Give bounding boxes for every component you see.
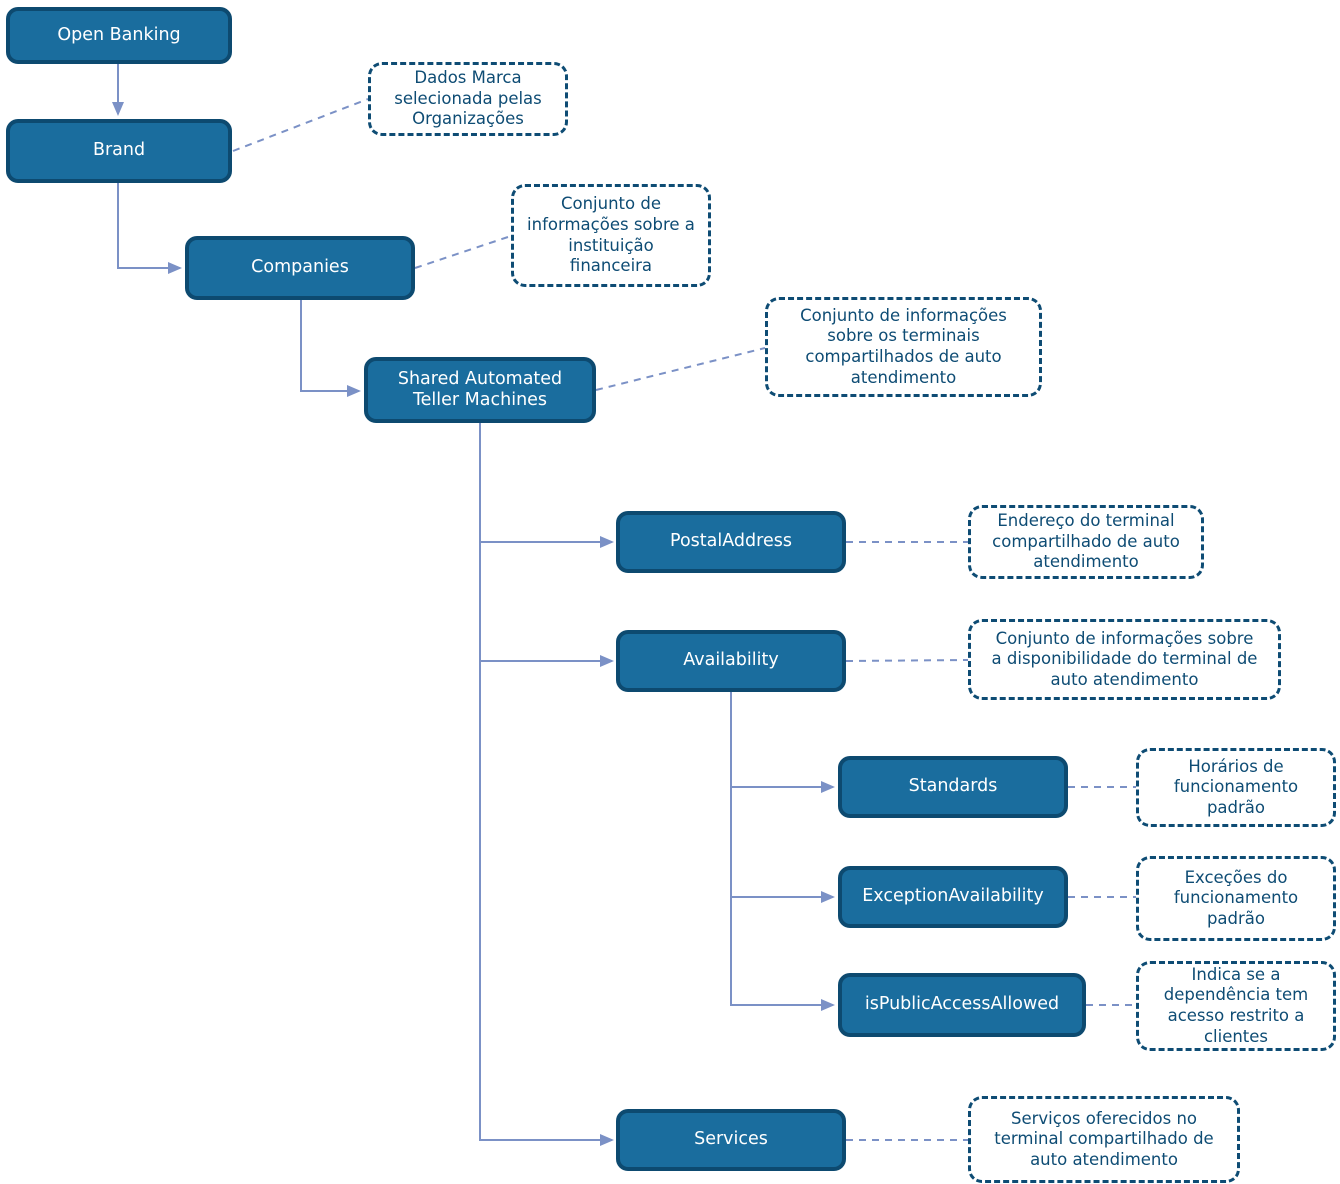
node-shared-automated-teller-machines: Shared Automated Teller Machines bbox=[364, 357, 596, 423]
note-shared-automated-teller-machines: Conjunto de informações sobre os termina… bbox=[765, 297, 1042, 397]
note-services: Serviços oferecidos no terminal comparti… bbox=[968, 1096, 1240, 1183]
node-services-label: Services bbox=[694, 1129, 768, 1150]
node-services: Services bbox=[616, 1109, 846, 1171]
node-availability-label: Availability bbox=[683, 650, 779, 671]
note-postal-address-text: Endereço do terminal compartilhado de au… bbox=[992, 511, 1180, 572]
node-exception-availability: ExceptionAvailability bbox=[838, 866, 1068, 928]
note-exception-availability-text: Exceções do funcionamento padrão bbox=[1173, 867, 1299, 928]
node-shared-automated-teller-machines-label: Shared Automated Teller Machines bbox=[397, 368, 563, 410]
node-is-public-access-allowed: isPublicAccessAllowed bbox=[838, 973, 1086, 1037]
edge-sharedatm-services bbox=[479, 423, 614, 1146]
note-shared-automated-teller-machines-text: Conjunto de informações sobre os termina… bbox=[800, 305, 1007, 387]
note-companies: Conjunto de informações sobre a institui… bbox=[511, 184, 711, 287]
note-brand: Dados Marca selecionada pelas Organizaçõ… bbox=[368, 62, 568, 136]
node-companies: Companies bbox=[185, 236, 415, 300]
node-postal-address: PostalAddress bbox=[616, 511, 846, 573]
note-standards-text: Horários de funcionamento padrão bbox=[1173, 756, 1299, 817]
note-brand-text: Dados Marca selecionada pelas Organizaçõ… bbox=[394, 68, 542, 129]
edge-companies-sharedatm bbox=[300, 300, 361, 397]
node-brand-label: Brand bbox=[92, 140, 146, 161]
node-open-banking-label: Open Banking bbox=[57, 24, 181, 45]
note-companies-text: Conjunto de informações sobre a institui… bbox=[527, 194, 695, 276]
note-is-public-access-allowed-text: Indica se a dependência tem acesso restr… bbox=[1163, 964, 1309, 1046]
note-postal-address: Endereço do terminal compartilhado de au… bbox=[968, 505, 1204, 579]
note-exception-availability: Exceções do funcionamento padrão bbox=[1136, 856, 1336, 941]
edge-availability-note bbox=[845, 659, 969, 662]
node-standards-label: Standards bbox=[908, 776, 998, 797]
note-is-public-access-allowed: Indica se a dependência tem acesso restr… bbox=[1136, 961, 1336, 1051]
edge-brand-companies bbox=[117, 183, 182, 274]
edge-availability-ispublicaccessallowed bbox=[730, 692, 835, 1011]
node-availability: Availability bbox=[616, 630, 846, 692]
node-companies-label: Companies bbox=[251, 257, 349, 278]
edge-brand-note bbox=[232, 98, 369, 152]
note-standards: Horários de funcionamento padrão bbox=[1136, 748, 1336, 827]
node-standards: Standards bbox=[838, 756, 1068, 818]
node-exception-availability-label: ExceptionAvailability bbox=[862, 886, 1044, 907]
node-brand: Brand bbox=[6, 119, 232, 183]
note-availability: Conjunto de informações sobre a disponib… bbox=[968, 619, 1281, 700]
node-open-banking: Open Banking bbox=[6, 7, 232, 64]
edge-sharedatm-note bbox=[595, 347, 766, 391]
note-availability-text: Conjunto de informações sobre a disponib… bbox=[991, 628, 1258, 689]
node-postal-address-label: PostalAddress bbox=[670, 531, 792, 552]
edge-companies-note bbox=[414, 235, 512, 269]
node-is-public-access-allowed-label: isPublicAccessAllowed bbox=[864, 994, 1060, 1015]
note-services-text: Serviços oferecidos no terminal comparti… bbox=[994, 1108, 1214, 1169]
